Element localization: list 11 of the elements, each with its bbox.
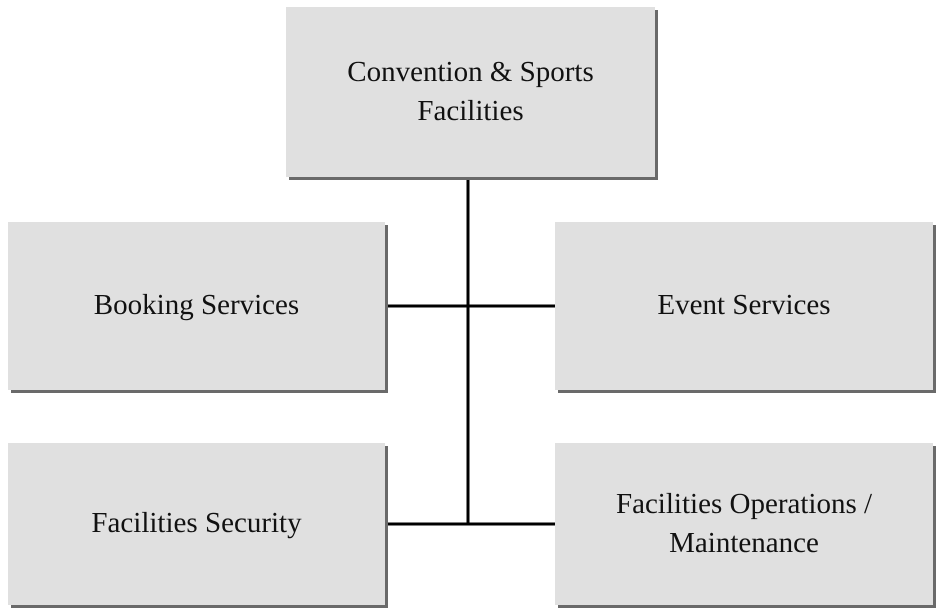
org-box xyxy=(8,443,385,605)
org-box xyxy=(286,7,655,177)
box-label: Convention & Sports Facilities xyxy=(346,54,595,129)
org-box xyxy=(555,443,933,605)
box-label: Facilities Operations / Maintenance xyxy=(614,486,874,561)
connector-line xyxy=(466,177,555,526)
box-label: Booking Services xyxy=(94,288,300,324)
org-box xyxy=(8,222,385,390)
org-box xyxy=(555,222,933,390)
box-label: Event Services xyxy=(657,288,831,324)
box-label: Facilities Security xyxy=(91,506,302,542)
